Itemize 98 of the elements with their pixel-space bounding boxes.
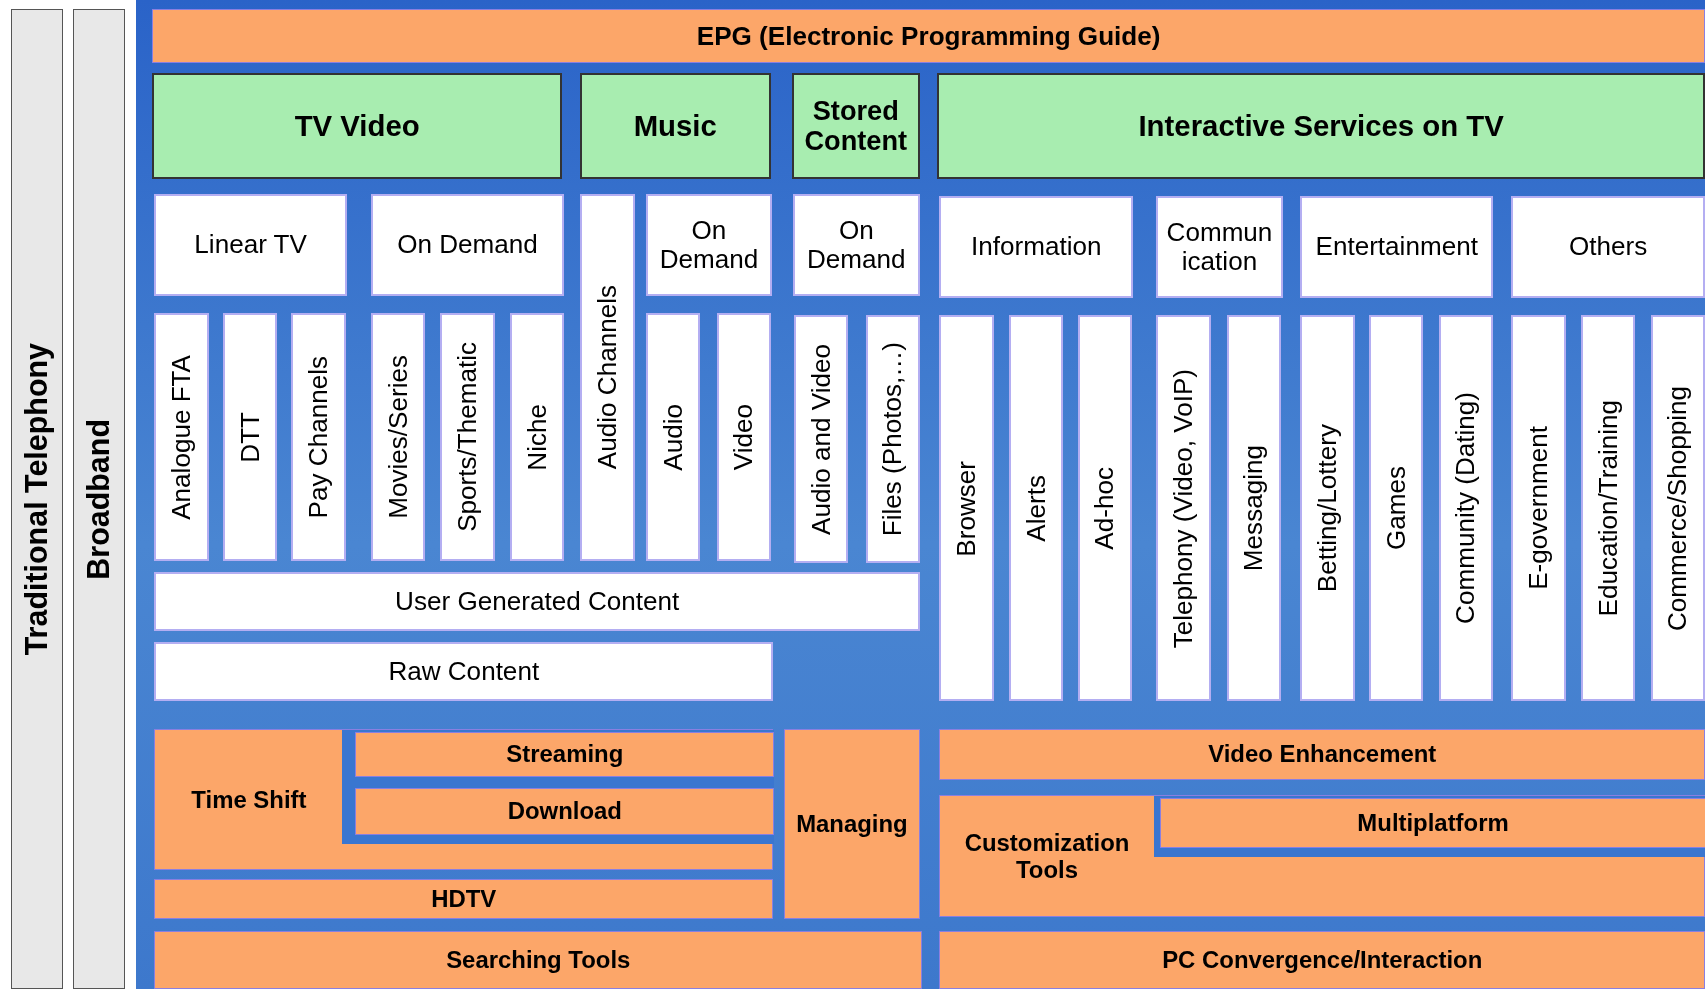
box-label: Video Enhancement bbox=[1208, 740, 1437, 768]
service-box bbox=[222, 313, 278, 562]
service-box bbox=[579, 193, 635, 562]
service-box bbox=[1511, 195, 1705, 298]
box-label: Analogue FTA bbox=[167, 354, 196, 520]
box-label: Audio Channels bbox=[592, 285, 622, 470]
service-box bbox=[793, 315, 849, 564]
box-label: Files (Photos,…) bbox=[878, 342, 908, 537]
service-box bbox=[154, 313, 209, 562]
box-label: Interactive Services on TV bbox=[1138, 110, 1504, 143]
service-box bbox=[939, 195, 1134, 298]
box-label: Games bbox=[1381, 466, 1411, 551]
feature-bar bbox=[154, 930, 923, 989]
service-box bbox=[1581, 315, 1636, 702]
service-box bbox=[154, 193, 347, 296]
box-label: HDTV bbox=[431, 885, 497, 912]
feature-bar bbox=[355, 731, 775, 778]
service-box bbox=[370, 313, 426, 562]
feature-bar bbox=[355, 788, 775, 835]
service-box bbox=[440, 313, 495, 562]
box-label: Niche bbox=[522, 403, 552, 471]
feature-bar bbox=[784, 728, 920, 919]
box-label: Education/Training bbox=[1593, 400, 1623, 617]
service-box bbox=[1650, 315, 1705, 702]
box-label: Music bbox=[633, 110, 717, 143]
category-header bbox=[791, 72, 920, 180]
box-label: Betting/Lottery bbox=[1313, 424, 1342, 593]
service-box bbox=[370, 193, 565, 296]
box-label: Telephony (Video, VoIP) bbox=[1169, 368, 1198, 648]
service-box bbox=[291, 313, 346, 562]
service-box bbox=[1511, 315, 1566, 702]
box-label: DTT bbox=[235, 411, 265, 463]
box-label: Searching Tools bbox=[446, 946, 631, 974]
box-label: Community (Dating) bbox=[1451, 392, 1481, 625]
service-box bbox=[1300, 315, 1355, 702]
service-box bbox=[1009, 315, 1064, 702]
service-box bbox=[1369, 315, 1424, 702]
box-label: Sports/Thematic bbox=[453, 342, 482, 533]
box-label: On Demand bbox=[658, 215, 760, 274]
box-label: EPG (Electronic Programming Guide) bbox=[696, 21, 1161, 51]
box-label: Browser bbox=[952, 460, 981, 557]
box-label: Traditional Telephony bbox=[20, 342, 54, 656]
service-box bbox=[509, 313, 565, 562]
box-label: Others bbox=[1569, 232, 1648, 262]
service-box bbox=[645, 193, 772, 296]
box-label: Multiplatform bbox=[1357, 809, 1509, 837]
box-label: Download bbox=[507, 798, 622, 825]
side-band bbox=[72, 8, 126, 989]
feature-bar bbox=[939, 930, 1705, 989]
box-label: Managing bbox=[796, 810, 908, 837]
feature-bar bbox=[939, 794, 1705, 917]
box-label: Audio bbox=[658, 403, 688, 471]
service-box bbox=[716, 313, 771, 562]
box-label: Entertainment bbox=[1315, 232, 1478, 262]
box-label: Time Shift bbox=[191, 787, 307, 814]
category-header bbox=[937, 72, 1705, 180]
box-label: Customization Tools bbox=[963, 830, 1131, 884]
box-label: Streaming bbox=[506, 741, 624, 768]
box-label: Video bbox=[729, 404, 759, 471]
category-header bbox=[152, 72, 563, 180]
box-label: Raw Content bbox=[388, 657, 540, 686]
box-label: Messaging bbox=[1239, 445, 1269, 572]
box-label: On Demand bbox=[806, 215, 907, 274]
box-label: Commun ication bbox=[1165, 218, 1274, 276]
side-band bbox=[10, 8, 64, 989]
service-box bbox=[1155, 195, 1284, 298]
box-label: Stored Content bbox=[803, 96, 909, 157]
feature-bar bbox=[152, 8, 1705, 64]
feature-bar bbox=[939, 728, 1705, 780]
service-box bbox=[1300, 195, 1493, 298]
box-label: Ad-hoc bbox=[1090, 467, 1120, 550]
service-box bbox=[792, 193, 920, 296]
box-label: Linear TV bbox=[194, 230, 307, 259]
box-label: Pay Channels bbox=[304, 355, 333, 519]
service-box bbox=[1226, 315, 1281, 702]
box-label: PC Convergence/Interaction bbox=[1162, 946, 1483, 974]
feature-bar bbox=[154, 878, 774, 919]
box-label: Audio and Video bbox=[806, 343, 836, 535]
service-box bbox=[1155, 315, 1212, 702]
service-box bbox=[645, 313, 701, 562]
box-label: E-government bbox=[1524, 426, 1553, 591]
service-box bbox=[865, 315, 920, 564]
box-label: User Generated Content bbox=[395, 586, 680, 616]
service-box bbox=[154, 571, 920, 631]
box-label: Commerce/Shopping bbox=[1663, 385, 1693, 631]
service-box bbox=[939, 315, 994, 702]
service-box bbox=[1438, 315, 1493, 702]
box-label: On Demand bbox=[397, 230, 538, 259]
box-label: TV Video bbox=[294, 110, 420, 143]
service-box bbox=[1077, 315, 1132, 702]
box-label: Broadband bbox=[82, 418, 116, 580]
box-label: Information bbox=[971, 232, 1102, 262]
service-box bbox=[154, 641, 774, 702]
feature-bar bbox=[154, 728, 774, 870]
feature-bar bbox=[1160, 798, 1705, 849]
box-label: Alerts bbox=[1021, 475, 1051, 542]
category-header bbox=[579, 72, 771, 180]
box-label: Movies/Series bbox=[383, 355, 413, 519]
